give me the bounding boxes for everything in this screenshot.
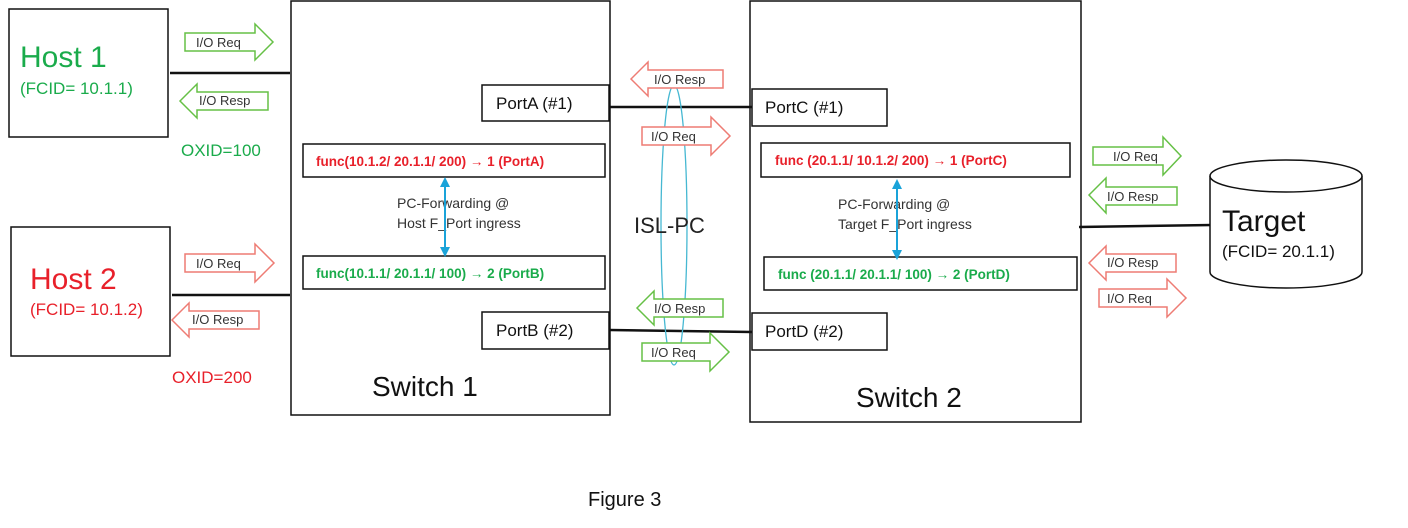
switch1-double-arrow bbox=[440, 177, 450, 257]
switch2-func-bottom-box bbox=[763, 256, 1078, 291]
switch1-portb-box bbox=[481, 311, 610, 350]
switch1-portb-label: PortB (#2) bbox=[496, 321, 573, 340]
svg-text:I/O Req: I/O Req bbox=[196, 256, 241, 271]
host2-oxid: OXID=200 bbox=[172, 368, 252, 387]
io-resp-arrow-switch1-isl-bottom: I/O Resp bbox=[635, 289, 724, 327]
svg-text:I/O Req: I/O Req bbox=[1107, 291, 1152, 306]
switch1-porta-label: PortA (#1) bbox=[496, 94, 573, 113]
switch2-pc-forwarding-line1: PC-Forwarding @ bbox=[838, 196, 950, 212]
target-cylinder bbox=[1209, 159, 1363, 289]
switch1-pc-forwarding-line1: PC-Forwarding @ bbox=[397, 195, 509, 211]
host1-oxid: OXID=100 bbox=[181, 141, 261, 160]
svg-text:I/O Resp: I/O Resp bbox=[1107, 189, 1158, 204]
io-req-arrow-target-top: I/O Req bbox=[1092, 135, 1183, 177]
isl-link-bottom bbox=[609, 328, 753, 334]
switch2-double-arrow bbox=[892, 179, 902, 260]
switch2-portc-box bbox=[751, 88, 888, 127]
io-req-arrow-switch1-isl-bottom: I/O Req bbox=[641, 331, 731, 373]
target-fcid: (FCID= 20.1.1) bbox=[1222, 242, 1335, 261]
host1-box bbox=[8, 8, 169, 138]
target-link bbox=[1078, 223, 1213, 229]
io-resp-arrow-host1: I/O Resp bbox=[178, 82, 269, 120]
svg-text:I/O Req: I/O Req bbox=[1113, 149, 1158, 164]
switch1-porta-box bbox=[481, 84, 610, 122]
io-req-arrow-target-bottom: I/O Req bbox=[1098, 277, 1188, 319]
io-resp-arrow-target-bottom: I/O Resp bbox=[1087, 244, 1177, 282]
switch1-func-bottom-box bbox=[302, 255, 606, 290]
host2-fcid: (FCID= 10.1.2) bbox=[30, 300, 143, 319]
switch1-title: Switch 1 bbox=[372, 371, 478, 402]
target-title: Target bbox=[1222, 205, 1306, 238]
io-resp-arrow-target-top: I/O Resp bbox=[1087, 176, 1178, 215]
svg-text:I/O Req: I/O Req bbox=[196, 35, 241, 50]
io-req-arrow-switch1-isl-top: I/O Req bbox=[641, 115, 732, 157]
switch2-portd-label: PortD (#2) bbox=[765, 322, 843, 341]
switch2-portc-label: PortC (#1) bbox=[765, 98, 843, 117]
svg-text:I/O Resp: I/O Resp bbox=[654, 301, 705, 316]
io-req-arrow-host1: I/O Req bbox=[184, 22, 275, 62]
io-resp-arrow-switch1-isl-top: I/O Resp bbox=[629, 60, 724, 98]
switch2-portd-box bbox=[751, 312, 888, 351]
switch2-box bbox=[749, 0, 1082, 423]
svg-text:I/O Req: I/O Req bbox=[651, 129, 696, 144]
isl-pc-label: ISL-PC bbox=[634, 213, 705, 238]
switch1-pc-forwarding-line2: Host F_Port ingress bbox=[397, 215, 521, 231]
host2-box bbox=[10, 226, 171, 357]
switch2-func-bottom: func (20.1.1/ 20.1.1/ 100) → 2 (PortD) bbox=[778, 267, 1010, 282]
io-req-arrow-host2: I/O Req bbox=[184, 242, 276, 284]
host2-title: Host 2 bbox=[30, 263, 117, 296]
svg-text:I/O Resp: I/O Resp bbox=[1107, 255, 1158, 270]
switch2-pc-forwarding-line2: Target F_Port ingress bbox=[838, 216, 972, 232]
host1-fcid: (FCID= 10.1.1) bbox=[20, 79, 133, 98]
svg-text:I/O Resp: I/O Resp bbox=[199, 93, 250, 108]
svg-text:I/O Resp: I/O Resp bbox=[192, 312, 243, 327]
switch1-func-top: func(10.1.2/ 20.1.1/ 200) → 1 (PortA) bbox=[316, 154, 544, 169]
switch1-func-top-box bbox=[302, 143, 606, 178]
switch2-title: Switch 2 bbox=[856, 382, 962, 413]
switch2-func-top: func (20.1.1/ 10.1.2/ 200) → 1 (PortC) bbox=[775, 153, 1007, 168]
io-resp-arrow-host2: I/O Resp bbox=[170, 301, 260, 339]
host1-title: Host 1 bbox=[20, 41, 107, 74]
switch2-func-top-box bbox=[760, 142, 1071, 178]
svg-text:I/O Req: I/O Req bbox=[651, 345, 696, 360]
svg-text:I/O Resp: I/O Resp bbox=[654, 72, 705, 87]
switch1-func-bottom: func(10.1.1/ 20.1.1/ 100) → 2 (PortB) bbox=[316, 266, 544, 281]
figure-caption: Figure 3 bbox=[588, 489, 661, 511]
